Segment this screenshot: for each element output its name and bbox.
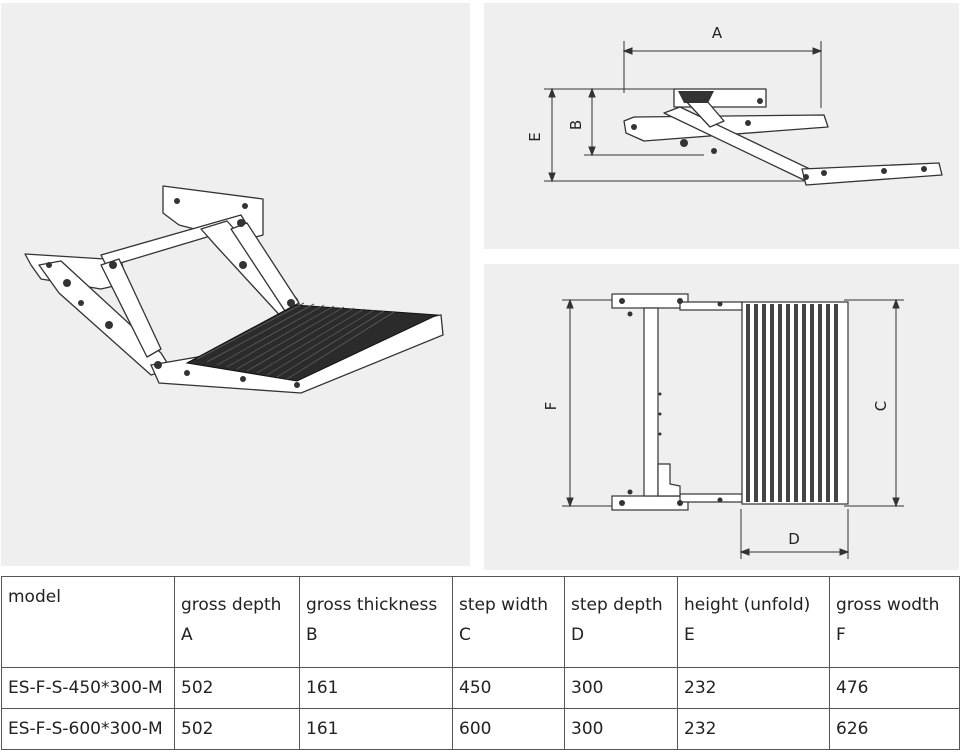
cell-height-unfold: 232 <box>677 667 830 709</box>
header-model: model <box>1 576 175 668</box>
dim-label-A: A <box>712 24 723 42</box>
cell-model: ES-F-S-600*300-M <box>1 708 175 750</box>
top-frame-rail <box>643 307 659 497</box>
cell-gross-depth: 502 <box>174 708 300 750</box>
dim-label-B: B <box>567 120 585 130</box>
top-arm-upper <box>679 301 743 311</box>
side-upper-arm <box>623 114 829 142</box>
cell-step-width: 450 <box>452 667 565 709</box>
cell-gross-width: 626 <box>829 708 960 750</box>
side-view-panel: A E B <box>484 3 959 249</box>
cell-model: ES-F-S-450*300-M <box>1 667 175 709</box>
side-view-drawing: A E B <box>526 24 943 186</box>
isometric-view-panel <box>1 3 470 566</box>
dim-label-E: E <box>526 132 544 141</box>
cell-gross-width: 476 <box>829 667 960 709</box>
table-row: ES-F-S-450*300-M 502 161 450 300 232 476 <box>1 667 960 709</box>
top-view-drawing: F C D <box>542 293 904 559</box>
cell-step-depth: 300 <box>564 667 678 709</box>
cell-step-depth: 300 <box>564 708 678 750</box>
cell-step-width: 600 <box>452 708 565 750</box>
dim-label-C: C <box>872 401 890 411</box>
dim-label-F: F <box>542 402 560 411</box>
cell-gross-depth: 502 <box>174 667 300 709</box>
header-height-unfold: height (unfold)E <box>677 576 830 668</box>
cell-gross-thickness: 161 <box>299 708 453 750</box>
top-view-panel: F C D <box>484 264 959 570</box>
cell-height-unfold: 232 <box>677 708 830 750</box>
top-arm-lower <box>679 493 743 503</box>
table-row: ES-F-S-600*300-M 502 161 600 300 232 626 <box>1 708 960 750</box>
dim-label-D: D <box>788 530 800 548</box>
cell-gross-thickness: 161 <box>299 667 453 709</box>
isometric-step-drawing <box>24 185 444 394</box>
